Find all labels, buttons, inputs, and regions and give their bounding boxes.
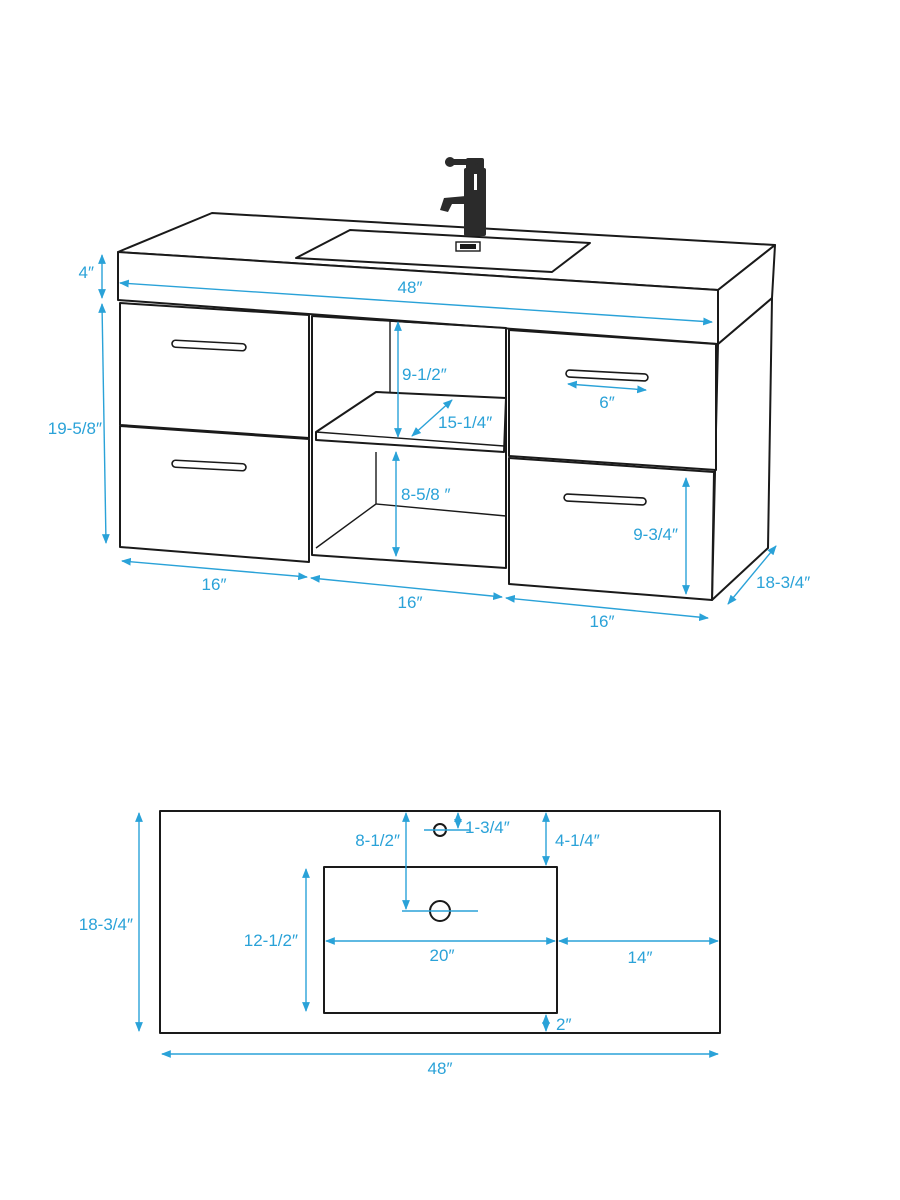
label-section-middle: 16″ (398, 593, 423, 612)
faucet (440, 157, 486, 236)
label-handle-length: 6″ (599, 393, 614, 412)
label-top-total-width: 48″ (428, 1059, 453, 1078)
handle-bottom-left (171, 459, 247, 472)
cabinet-side-panel (711, 297, 773, 601)
lower-compartment (315, 452, 507, 549)
label-top-depth: 18-3/4″ (79, 915, 133, 934)
label-faucet-hole-offset: 1-3/4″ (465, 818, 510, 837)
label-basin-depth: 12-1/2″ (244, 931, 298, 950)
label-basin-from-front: 2″ (556, 1015, 571, 1034)
label-lower-opening: 8-5/8 ″ (401, 485, 451, 504)
label-cabinet-height: 19-5/8″ (48, 419, 102, 438)
top-dimension-lines (135, 812, 719, 1058)
handle-top-right (565, 369, 649, 382)
vanity-top-view: 8-1/2″ 1-3/4″ 4-1/4″ 18-3/4″ 12-1/2″ 20″… (79, 810, 721, 1078)
drawer-top-right[interactable] (508, 329, 717, 471)
label-section-right: 16″ (590, 612, 615, 631)
drawer-top-left[interactable] (119, 302, 310, 439)
label-upper-opening: 9-1/2″ (402, 365, 447, 384)
label-faucet-to-basin: 8-1/2″ (355, 831, 400, 850)
front-dimension-lines (98, 254, 777, 622)
label-basin-from-back: 4-1/4″ (555, 831, 600, 850)
label-drawer-height: 9-3/4″ (633, 525, 678, 544)
label-basin-width: 20″ (430, 946, 455, 965)
handle-top-left (171, 339, 247, 352)
countertop-side (717, 244, 776, 345)
label-total-width: 48″ (398, 278, 423, 297)
basin-outline (323, 866, 558, 1014)
label-depth: 18-3/4″ (756, 573, 810, 592)
drawer-handles (171, 339, 649, 506)
shelf (315, 391, 507, 453)
label-top-thickness: 4″ (79, 263, 94, 282)
basin-opening (295, 229, 591, 273)
drawer-bottom-right[interactable] (508, 457, 715, 601)
vanity-front-view: 4″ 48″ 19-5/8″ 9-1/2″ 15-1/4″ 8-5/8 ″ 6″… (48, 157, 810, 631)
label-basin-to-right: 14″ (628, 948, 653, 967)
handle-bottom-right (563, 493, 647, 506)
label-shelf-depth: 15-1/4″ (438, 413, 492, 432)
label-section-left: 16″ (202, 575, 227, 594)
drawer-bottom-left[interactable] (119, 425, 310, 563)
